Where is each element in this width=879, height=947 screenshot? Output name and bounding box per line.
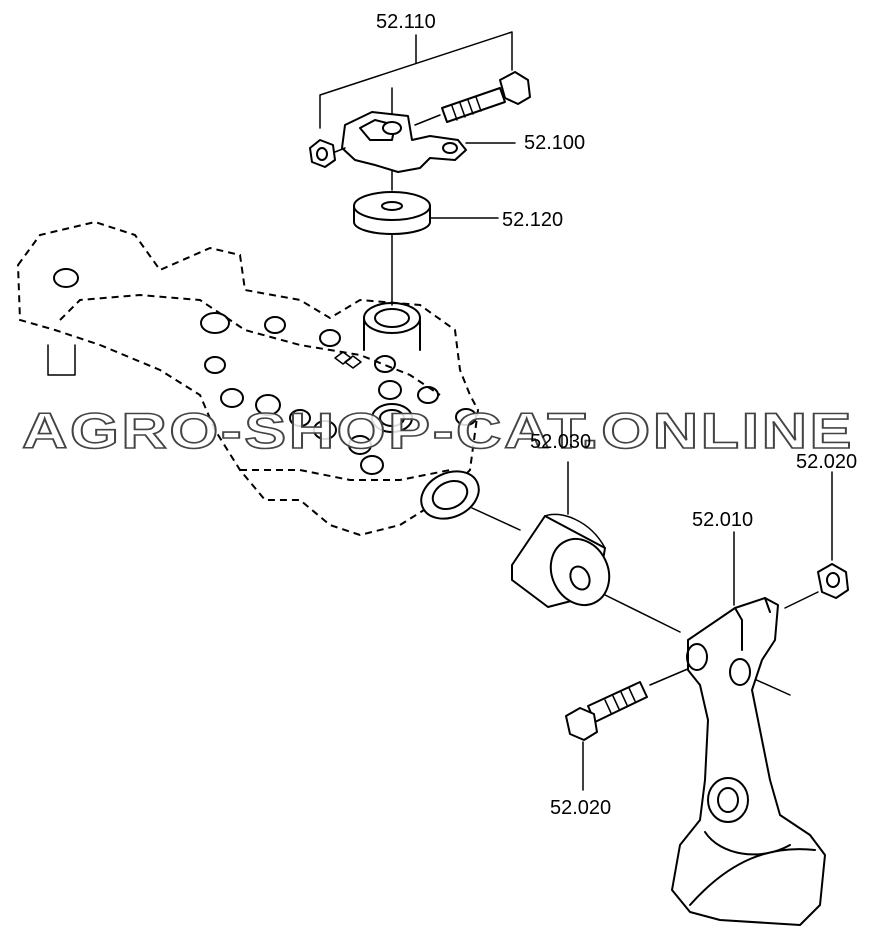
watermark-text: AGRO-SHOP-CAT.ONLINE <box>22 403 854 459</box>
bracket-part <box>671 597 826 926</box>
top-nut <box>309 139 346 168</box>
right-nut <box>817 563 849 599</box>
label-52-100: 52.100 <box>524 132 585 154</box>
washer-part <box>353 191 431 235</box>
label-52-110: 52.110 <box>376 11 436 33</box>
axle-housing <box>16 220 480 537</box>
bushing-part <box>511 513 611 608</box>
leader-lines <box>429 142 833 791</box>
bottom-bolt <box>565 681 648 741</box>
label-52-020-nut: 52.020 <box>796 451 857 473</box>
label-52-120: 52.120 <box>502 209 563 231</box>
label-52-030: 52.030 <box>530 431 591 453</box>
label-52-010: 52.010 <box>692 509 753 531</box>
top-bolt <box>414 71 531 126</box>
clamp-part <box>341 111 467 173</box>
bolt-kit-bracket <box>319 31 513 129</box>
label-52-020-bolt: 52.020 <box>550 797 611 819</box>
